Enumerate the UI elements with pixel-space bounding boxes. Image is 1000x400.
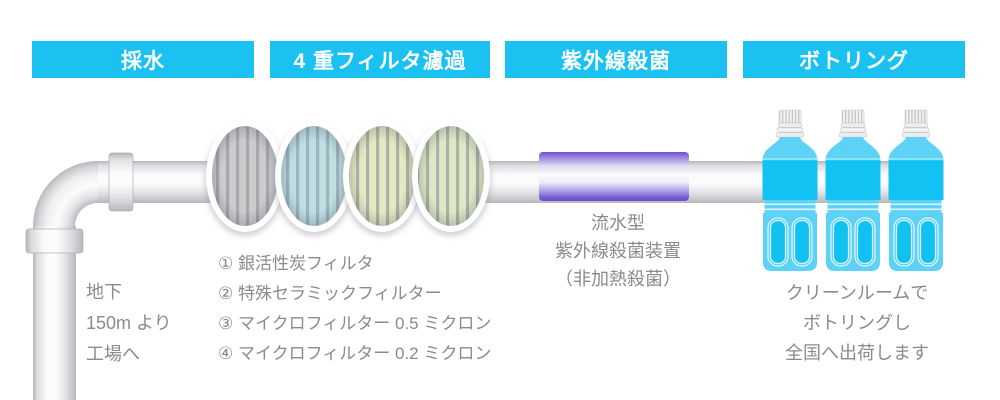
uv-caption-line: 流水型 — [591, 213, 645, 233]
filter-disc-1 — [205, 120, 285, 236]
pipe-coupling-vertical — [25, 228, 84, 254]
pipe-coupling-horizontal — [108, 152, 134, 212]
well-caption-line: 工場へ — [86, 344, 140, 364]
water-bottle-1 — [761, 109, 819, 272]
stage-bar-uv-sterilization: 紫外線殺菌 — [505, 41, 727, 78]
bottling-caption: クリーンルームで ボトリングし 全国へ出荷します — [746, 278, 968, 368]
well-caption-line: 150m より — [86, 313, 172, 333]
filter-list-item: ② 特殊セラミックフィルター — [218, 284, 442, 303]
pipe-elbow — [33, 161, 98, 226]
water-bottle-3 — [887, 109, 945, 272]
well-caption-line: 地下 — [86, 282, 122, 302]
vertical-pipe — [33, 226, 76, 400]
uv-caption: 流水型 紫外線殺菌装置 （非加熱殺菌） — [507, 209, 729, 293]
bottling-caption-line: ボトリングし — [803, 313, 911, 333]
filter-list-item: ③ マイクロフィルター 0.5 ミクロン — [218, 314, 492, 333]
filter-disc-4 — [411, 120, 491, 236]
uv-caption-line: 紫外線殺菌装置 — [555, 241, 681, 261]
filter-disc-2 — [274, 120, 354, 236]
uv-sterilizer-unit — [539, 152, 689, 201]
filter-list-item: ④ マイクロフィルター 0.2 ミクロン — [218, 344, 492, 363]
filter-list: ① 銀活性炭フィルタ ② 特殊セラミックフィルター ③ マイクロフィルター 0.… — [218, 249, 491, 369]
stage-bar-bottling: ボトリング — [743, 41, 965, 78]
uv-caption-line: （非加熱殺菌） — [555, 269, 681, 289]
bottling-caption-line: 全国へ出荷します — [785, 343, 929, 363]
bottling-caption-line: クリーンルームで — [785, 283, 929, 303]
well-caption: 地下 150m より 工場へ — [86, 277, 172, 370]
water-bottle-2 — [824, 109, 882, 272]
filter-disc-3 — [342, 120, 422, 236]
filter-list-item: ① 銀活性炭フィルタ — [218, 254, 374, 273]
stage-bar-filtration: 4 重フィルタ濾過 — [270, 41, 490, 78]
stage-bar-water-collection: 採水 — [32, 41, 254, 78]
